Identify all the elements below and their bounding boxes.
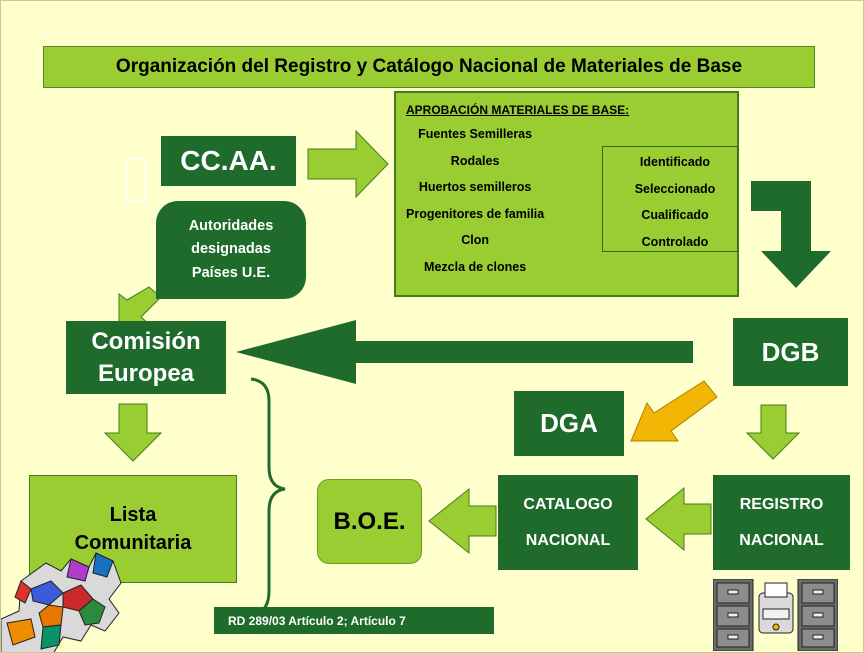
page-title: Organización del Registro y Catálogo Nac… <box>43 46 815 88</box>
categoria-item: Seleccionado <box>634 181 716 196</box>
aprobacion-box: APROBACIÓN MATERIALES DE BASE: Fuentes S… <box>394 91 739 297</box>
dga-box: DGA <box>514 391 624 456</box>
comision-line2: Europea <box>97 359 195 387</box>
categoria-item: Identificado <box>639 155 711 169</box>
dgb-box: DGB <box>733 318 848 386</box>
fuente-item: Rodales <box>450 153 500 168</box>
categorias-list: Identificado Seleccionado Cualificado Co… <box>602 146 738 252</box>
arrow-ccaa-to-aprobacion <box>307 129 389 199</box>
registro-line1: REGISTRO <box>739 496 824 514</box>
aprobacion-heading: APROBACIÓN MATERIALES DE BASE: <box>406 103 630 117</box>
empty-frame <box>126 158 146 202</box>
categoria-item: Cualificado <box>641 208 709 222</box>
fuente-item: Mezcla de clones <box>424 259 527 274</box>
fuente-item: Huertos semilleros <box>418 180 532 194</box>
lista-line2: Comunitaria <box>74 532 192 554</box>
lista-line1: Lista <box>109 504 157 526</box>
filing-cabinet-icon <box>713 579 838 651</box>
arrow-dgb-to-comision <box>236 320 693 384</box>
arrow-aprobacion-to-dgb <box>751 181 831 288</box>
registro-line2: NACIONAL <box>739 531 824 549</box>
autoridades-line3: Países U.E. <box>191 264 271 281</box>
autoridades-line2: designadas <box>191 241 271 258</box>
catalogo-line2: NACIONAL <box>525 531 611 549</box>
arrow-comision-to-lista <box>103 403 163 462</box>
comision-europea-box: Comisión Europea <box>66 321 226 394</box>
fuentes-list: Fuentes Semilleras Rodales Huertos semil… <box>406 127 544 286</box>
rd-reference-label: RD 289/03 Artículo 2; Artículo 7 <box>214 607 494 634</box>
fuente-item: Progenitores de familia <box>406 206 545 221</box>
fuente-item: Fuentes Semilleras <box>418 127 533 141</box>
brace-right <box>250 377 286 617</box>
arrow-autoridades-to-comision <box>118 286 162 325</box>
catalogo-nacional-box: CATALOGO NACIONAL <box>498 475 638 570</box>
arrow-catalogo-to-boe <box>428 487 497 555</box>
autoridades-box: Autoridades designadas Países U.E. <box>156 201 306 299</box>
catalogo-line1: CATALOGO <box>523 496 613 514</box>
boe-box: B.O.E. <box>317 479 422 564</box>
europe-map-icon <box>1 552 122 652</box>
autoridades-line1: Autoridades <box>188 218 274 235</box>
ccaa-box: CC.AA. <box>161 136 296 186</box>
lista-comunitaria-box: Lista Comunitaria <box>29 475 237 583</box>
arrow-dgb-to-registro <box>745 404 801 460</box>
categoria-item: Controlado <box>641 234 709 249</box>
comision-line1: Comisión <box>91 328 201 356</box>
arrow-dgb-to-dga <box>630 380 718 442</box>
fuente-item: Clon <box>461 233 489 247</box>
arrow-registro-to-catalogo <box>645 486 712 552</box>
registro-nacional-box: REGISTRO NACIONAL <box>713 475 850 570</box>
